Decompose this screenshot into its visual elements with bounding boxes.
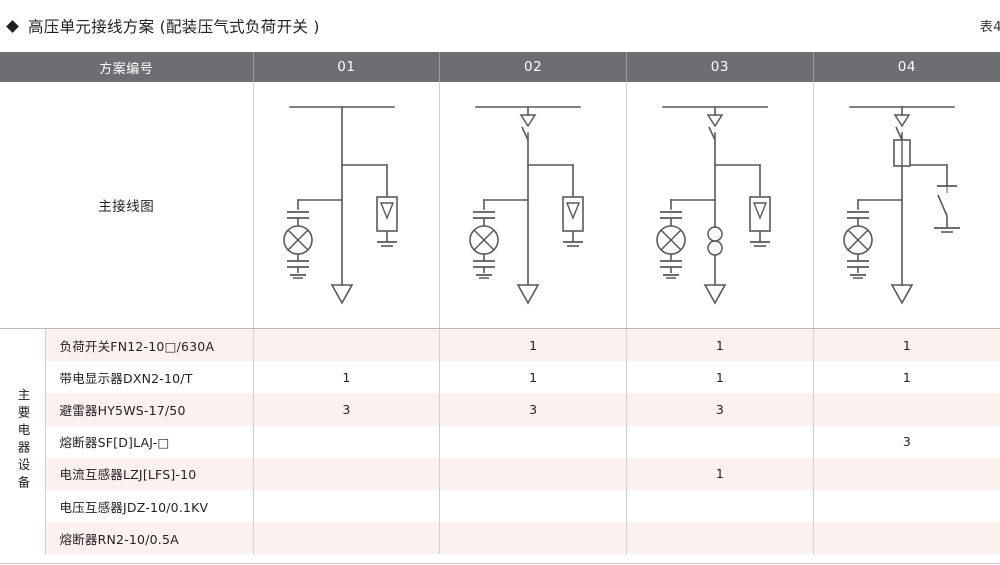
equipment-qty-03 bbox=[626, 522, 814, 555]
equipment-qty-01: 3 bbox=[253, 393, 441, 426]
wiring-diagram-03-svg bbox=[656, 106, 771, 305]
load-switch-symbol bbox=[706, 114, 724, 141]
equipment-qty-04 bbox=[813, 522, 1000, 555]
surge-arrester-symbol bbox=[749, 196, 771, 247]
cable-outlet-arrow bbox=[703, 284, 727, 305]
equipment-qty-01 bbox=[253, 425, 441, 458]
equipment-qty-04: 3 bbox=[813, 425, 1000, 458]
header-row-label: 方案编号 bbox=[0, 52, 254, 82]
load-switch-symbol bbox=[519, 114, 537, 141]
equipment-qty-04 bbox=[813, 393, 1000, 426]
equipment-name: 负荷开关FN12-10□/630A bbox=[45, 328, 254, 362]
equipment-name: 熔断器SF[D]LAJ-□ bbox=[45, 425, 254, 458]
equipment-qty-01 bbox=[253, 489, 441, 523]
equipment-qty-03 bbox=[626, 425, 814, 458]
equipment-qty-02 bbox=[439, 457, 628, 490]
equipment-qty-03: 1 bbox=[626, 457, 814, 490]
equipment-qty-03: 1 bbox=[626, 361, 814, 394]
voltage-indicator-symbol bbox=[282, 211, 313, 279]
surge-arrester-symbol bbox=[562, 196, 585, 247]
equipment-qty-02 bbox=[439, 489, 628, 523]
group-label-cell: 主要电器设备 bbox=[0, 328, 46, 555]
equipment-qty-02 bbox=[439, 425, 628, 458]
equipment-qty-01 bbox=[253, 457, 441, 490]
equipment-qty-04: 1 bbox=[813, 361, 1000, 394]
diamond-bullet-icon bbox=[6, 19, 19, 33]
equipment-qty-03: 3 bbox=[626, 393, 814, 426]
header-col-01: 01 bbox=[253, 52, 441, 82]
equipment-name: 电流互感器LZJ[LFS]-10 bbox=[45, 457, 254, 490]
diagram-scheme-01 bbox=[253, 82, 441, 329]
table-header-row: 方案编号 01 02 03 04 bbox=[0, 52, 1000, 82]
diagram-row-label: 主接线图 bbox=[0, 82, 254, 329]
voltage-indicator-symbol bbox=[842, 211, 873, 279]
wiring-diagram-02-svg bbox=[469, 106, 585, 305]
cable-outlet-arrow bbox=[516, 284, 540, 305]
diagram-scheme-04 bbox=[813, 82, 1000, 329]
earthing-switch-symbol bbox=[933, 185, 960, 233]
wiring-diagram-01-svg bbox=[282, 106, 398, 305]
scheme-table: 方案编号 01 02 03 04 主接线图 bbox=[0, 52, 1000, 555]
group-label-text: 主要电器设备 bbox=[15, 387, 31, 493]
equipment-qty-04: 1 bbox=[813, 328, 1000, 362]
table-row: 避雷器HY5WS-17/50 3 3 3 bbox=[0, 393, 1000, 426]
current-transformer-symbol bbox=[707, 226, 723, 256]
table-row: 电流互感器LZJ[LFS]-10 1 bbox=[0, 457, 1000, 490]
wiring-diagram-04-svg bbox=[842, 106, 960, 305]
equipment-name: 避雷器HY5WS-17/50 bbox=[45, 393, 254, 426]
equipment-name: 熔断器RN2-10/0.5A bbox=[45, 522, 254, 555]
header-col-02: 02 bbox=[439, 52, 628, 82]
table-row: 熔断器SF[D]LAJ-□ 3 bbox=[0, 425, 1000, 458]
equipment-name: 带电显示器DXN2-10/T bbox=[45, 361, 254, 394]
equipment-qty-02: 1 bbox=[439, 328, 628, 362]
table-row: 主要电器设备 负荷开关FN12-10□/630A 1 1 1 bbox=[0, 328, 1000, 555]
table-row: 熔断器RN2-10/0.5A bbox=[0, 522, 1000, 555]
diagram-row: 主接线图 bbox=[0, 82, 1000, 329]
fuse-symbol bbox=[892, 139, 911, 167]
equipment-qty-02 bbox=[439, 522, 628, 555]
table-bottom-rule bbox=[0, 563, 1000, 564]
table-number-label: 表4 bbox=[979, 20, 1000, 35]
equipment-qty-01 bbox=[253, 522, 441, 555]
load-switch-symbol bbox=[893, 114, 911, 141]
cable-outlet-arrow bbox=[890, 284, 914, 305]
page-title-bar: 高压单元接线方案 (配装压气式负荷开关 ) 表4 bbox=[0, 0, 1000, 52]
surge-arrester-symbol bbox=[375, 196, 398, 247]
equipment-qty-02: 1 bbox=[439, 361, 628, 394]
cable-outlet-arrow bbox=[330, 284, 353, 305]
voltage-indicator-symbol bbox=[656, 211, 686, 279]
equipment-qty-03: 1 bbox=[626, 328, 814, 362]
equipment-qty-02: 3 bbox=[439, 393, 628, 426]
equipment-name: 电压互感器JDZ-10/0.1KV bbox=[45, 489, 254, 523]
table-row: 电压互感器JDZ-10/0.1KV bbox=[0, 489, 1000, 523]
voltage-indicator-symbol bbox=[469, 211, 500, 279]
equipment-qty-04 bbox=[813, 457, 1000, 490]
page-title: 高压单元接线方案 (配装压气式负荷开关 ) bbox=[28, 18, 320, 36]
diagram-scheme-03 bbox=[626, 82, 814, 329]
equipment-qty-03 bbox=[626, 489, 814, 523]
header-col-04: 04 bbox=[813, 52, 1000, 82]
header-col-03: 03 bbox=[626, 52, 814, 82]
equipment-qty-01 bbox=[253, 328, 441, 362]
equipment-qty-01: 1 bbox=[253, 361, 441, 394]
equipment-qty-04 bbox=[813, 489, 1000, 523]
table-row: 带电显示器DXN2-10/T 1 1 1 1 bbox=[0, 361, 1000, 394]
diagram-scheme-02 bbox=[439, 82, 628, 329]
